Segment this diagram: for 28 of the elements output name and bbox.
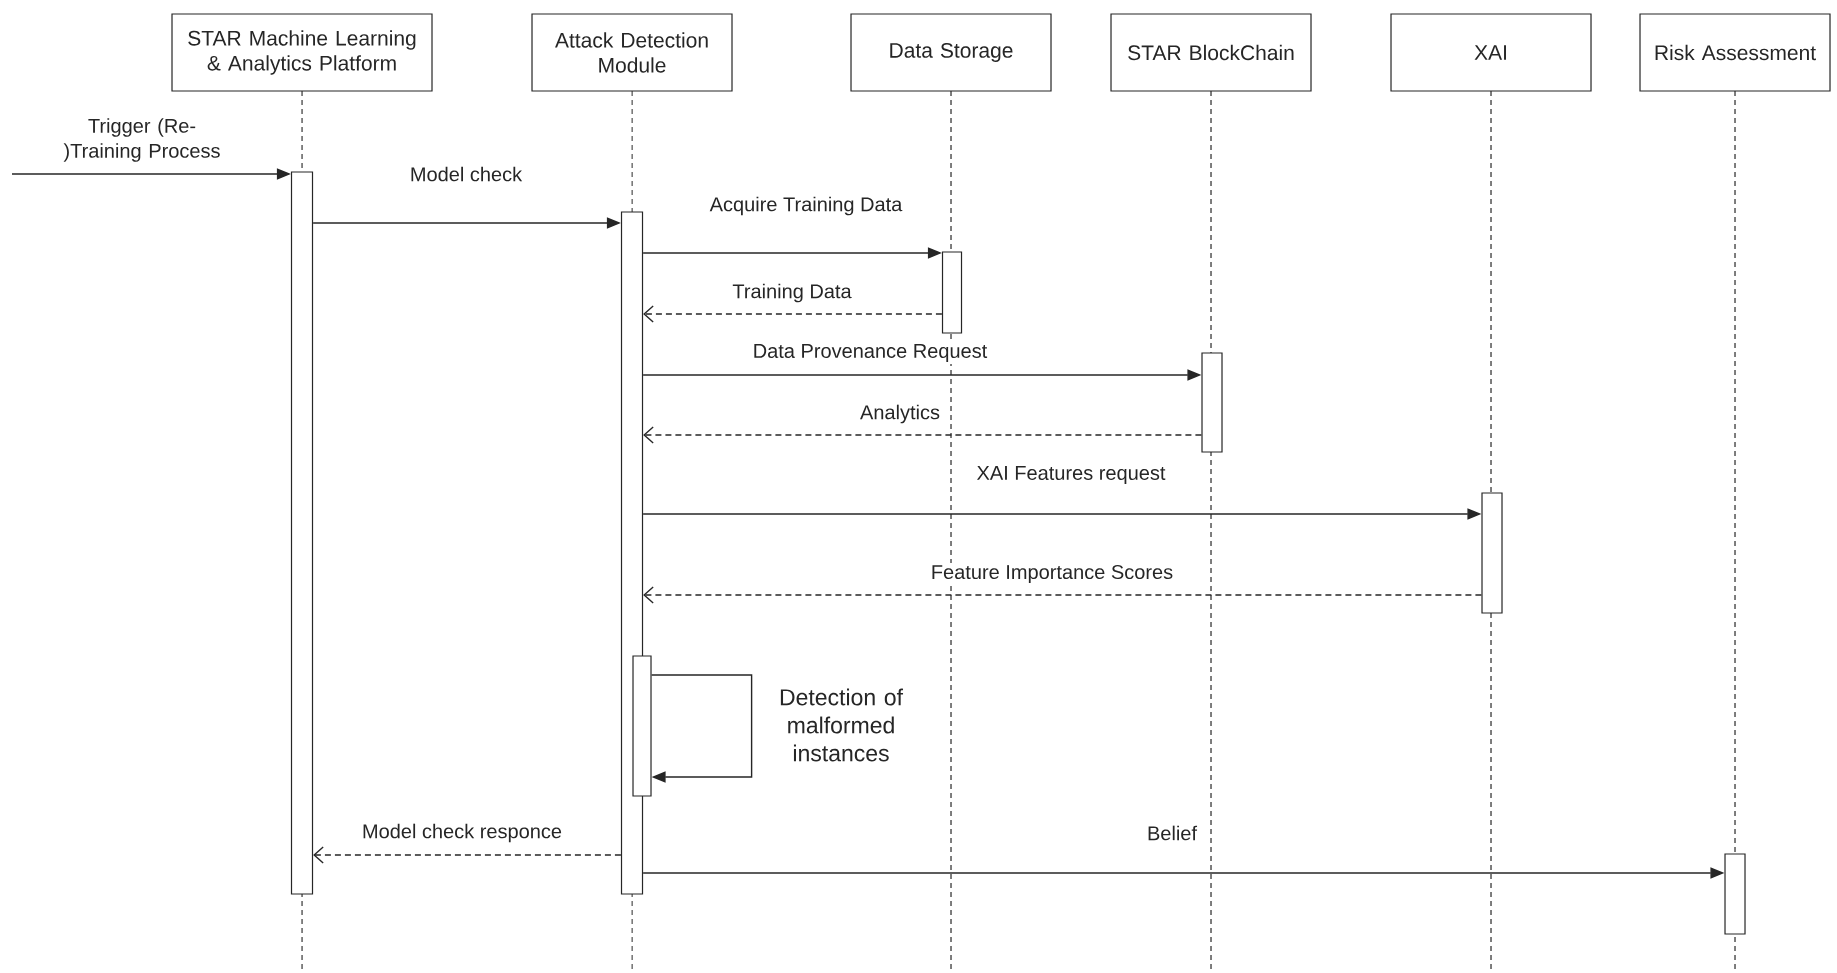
message-arrow [650,674,753,783]
edge-label: Detection of malformed instances [780,688,904,762]
edge-label: Training Data [732,283,852,303]
participant-box: XAI [1390,13,1592,92]
message-arrow [643,426,1203,444]
message-arrow [643,305,943,323]
edge-label: Feature Importance Scores [932,564,1173,584]
participant-box: Data Storage [850,13,1052,92]
participant-box: Risk Assessment [1639,13,1831,92]
edge-label: Analytics [860,404,940,424]
activation-bar [290,171,314,895]
edge-label: XAI Features request [976,466,1166,484]
participant-box: STAR Machine Learning & Analytics Platform [171,13,433,92]
activation-bar [632,655,652,797]
edge-label: Model check [411,166,523,182]
participant-box: STAR BlockChain [1110,13,1312,92]
edge-label: Belief [1148,825,1198,841]
edge-label: Model check responce [363,823,562,843]
activation-bar [1481,492,1503,614]
activation-bar [1201,352,1223,453]
message-arrow [313,846,622,864]
activation-bar [941,251,963,334]
participant-box: Attack Detection Module [531,13,733,92]
activation-bar [1724,853,1746,935]
message-arrow [643,586,1483,604]
edge-label: Acquire Training Data [709,196,903,216]
edge-label: Trigger (Re-)Training Process [63,118,220,162]
edge-label: Data Provenance Request [754,344,988,362]
